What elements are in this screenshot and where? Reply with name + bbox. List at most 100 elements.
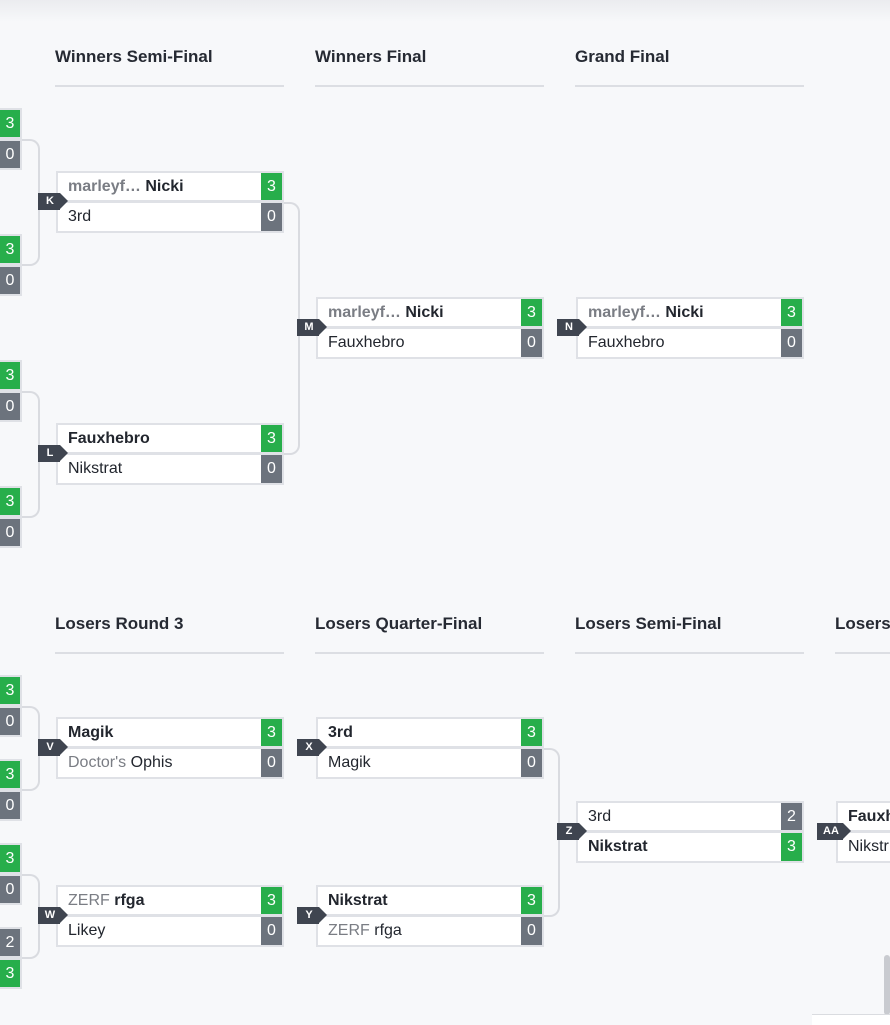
score: 0 [0,708,20,735]
player-name: Nikstrat [68,460,123,477]
score: 0 [0,267,20,294]
edge-score-row[interactable]: 3 [0,675,22,706]
score: 3 [521,299,542,326]
player-name: 3rd [588,808,612,825]
match-n[interactable]: marleyf… Nicki 3 Fauxhebro 0 [576,297,804,359]
match-player-row[interactable]: Magik 3 [56,717,284,748]
round-title-losers-r3: Losers Round 3 [55,614,184,633]
score: 0 [261,203,282,231]
player-name: Fauxh [848,808,890,825]
match-player-row[interactable]: Likey 0 [56,916,284,947]
score: 3 [0,362,20,389]
match-aa[interactable]: Fauxh Nikstr [836,801,890,863]
edge-score-row[interactable]: 0 [0,790,22,821]
score: 0 [521,749,542,777]
match-player-row[interactable]: ZERF rfga 3 [56,885,284,916]
match-player-row[interactable]: ZERF rfga 0 [316,916,544,947]
team-prefix: marleyf… [328,304,401,321]
team-prefix: Doctor's [68,754,127,771]
edge-score-row[interactable]: 3 [0,234,22,265]
score: 3 [781,299,802,326]
team-prefix: ZERF [68,892,110,909]
score: 0 [521,917,542,945]
match-player-row[interactable]: marleyf… Nicki 3 [56,171,284,202]
match-y[interactable]: Nikstrat 3 ZERF rfga 0 [316,885,544,947]
edge-score-row[interactable]: 0 [0,517,22,548]
match-player-row[interactable]: Doctor's Ophis 0 [56,748,284,779]
score: 0 [261,917,282,945]
match-id-badge: Z [557,823,587,840]
edge-score-row[interactable]: 3 [0,759,22,790]
top-shadow [0,0,890,22]
player-name: marleyf… Nicki [588,299,704,327]
round-divider [575,85,804,87]
scrollbar-thumb[interactable] [884,955,890,1015]
edge-score-row[interactable]: 3 [0,958,22,989]
player-name: 3rd [328,724,353,741]
match-player-row[interactable]: Nikstrat 3 [576,832,804,863]
match-player-row[interactable]: marleyf… Nicki 3 [576,297,804,328]
score: 2 [781,803,802,830]
player-name: Magik [328,754,371,771]
edge-score-row[interactable]: 3 [0,360,22,391]
player-name: marleyf… Nicki [328,299,444,327]
round-divider [55,652,284,654]
score: 2 [0,929,20,956]
match-player-row[interactable]: 3rd 0 [56,202,284,233]
round-title-losers-qf: Losers Quarter-Final [315,614,483,633]
match-player-row[interactable]: marleyf… Nicki 3 [316,297,544,328]
match-player-row[interactable]: Nikstrat 0 [56,454,284,485]
match-player-row[interactable]: Nikstrat 3 [316,885,544,916]
player-name: 3rd [68,208,92,225]
match-k[interactable]: marleyf… Nicki 3 3rd 0 [56,171,284,233]
edge-score-row[interactable]: 0 [0,706,22,737]
round-divider [55,85,284,87]
match-player-row[interactable]: Fauxh [836,801,890,832]
player-name: Nikstr [848,838,889,855]
match-id-badge: M [297,319,327,336]
score: 0 [0,141,20,168]
player-tag: Nicki [145,178,184,195]
edge-score-row[interactable]: 2 [0,927,22,958]
match-v[interactable]: Magik 3 Doctor's Ophis 0 [56,717,284,779]
score: 0 [0,876,20,903]
round-title-winners-semi: Winners Semi-Final [55,47,213,66]
score: 3 [0,236,20,263]
player-name: Fauxhebro [68,430,150,447]
score: 3 [261,887,282,914]
match-id-badge: L [38,445,68,462]
player-tag: Nicki [665,304,704,321]
edge-score-row[interactable]: 0 [0,874,22,905]
edge-score-row[interactable]: 3 [0,486,22,517]
score: 0 [0,519,20,546]
match-player-row[interactable]: 3rd 3 [316,717,544,748]
match-id-badge: W [38,907,68,924]
edge-score-row[interactable]: 0 [0,265,22,296]
score: 3 [521,887,542,914]
edge-score-row[interactable]: 0 [0,391,22,422]
match-w[interactable]: ZERF rfga 3 Likey 0 [56,885,284,947]
score: 3 [0,761,20,788]
team-prefix: marleyf… [588,304,661,321]
match-id-badge: AA [817,823,851,840]
score: 0 [261,749,282,777]
match-player-row[interactable]: 3rd 2 [576,801,804,832]
match-id-badge: X [297,739,327,756]
score: 0 [0,393,20,420]
match-id-badge: K [38,193,68,210]
round-divider [835,652,890,654]
match-player-row[interactable]: Fauxhebro 3 [56,423,284,454]
edge-score-row[interactable]: 3 [0,108,22,139]
player-name: Fauxhebro [588,334,665,351]
match-player-row[interactable]: Fauxhebro 0 [316,328,544,359]
score: 3 [0,845,20,872]
match-player-row[interactable]: Fauxhebro 0 [576,328,804,359]
edge-score-row[interactable]: 0 [0,139,22,170]
edge-score-row[interactable]: 3 [0,843,22,874]
match-l[interactable]: Fauxhebro 3 Nikstrat 0 [56,423,284,485]
player-tag: rfga [114,892,145,909]
match-x[interactable]: 3rd 3 Magik 0 [316,717,544,779]
match-z[interactable]: 3rd 2 Nikstrat 3 [576,801,804,863]
match-m[interactable]: marleyf… Nicki 3 Fauxhebro 0 [316,297,544,359]
match-player-row[interactable]: Magik 0 [316,748,544,779]
